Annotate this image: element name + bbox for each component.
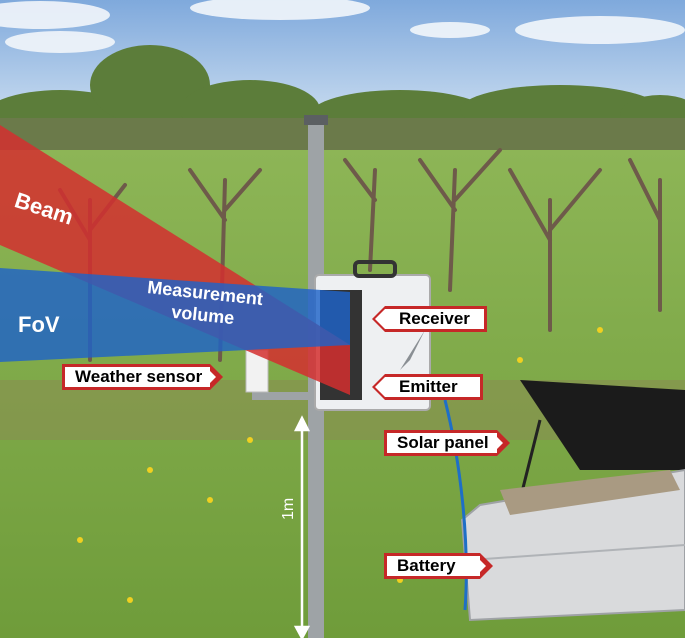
- tag-arrow-icon: [492, 430, 510, 456]
- cable: [443, 399, 468, 611]
- height-label: 1m: [280, 497, 297, 520]
- receiver-tag: Receiver: [372, 306, 487, 332]
- battery-tag: Battery: [384, 553, 493, 579]
- receiver-text: Receiver: [385, 306, 487, 332]
- tag-arrow-icon: [372, 374, 385, 400]
- solar-panel-tag: Solar panel: [384, 430, 510, 456]
- tag-arrow-icon: [372, 306, 385, 332]
- emitter-tag: Emitter: [372, 374, 483, 400]
- fov-label: FoV: [18, 312, 60, 337]
- tag-arrow-icon: [206, 364, 224, 390]
- weather-sensor-tag: Weather sensor: [62, 364, 224, 390]
- weather-sensor-text: Weather sensor: [62, 364, 211, 390]
- solar-panel-text: Solar panel: [384, 430, 497, 456]
- solar-panel-shape: [520, 380, 685, 470]
- height-arrow: [293, 415, 311, 638]
- fov-overlay: [0, 268, 350, 362]
- battery-text: Battery: [384, 553, 480, 579]
- clouds: [0, 0, 685, 53]
- tag-arrow-icon: [475, 553, 493, 579]
- emitter-text: Emitter: [385, 374, 483, 400]
